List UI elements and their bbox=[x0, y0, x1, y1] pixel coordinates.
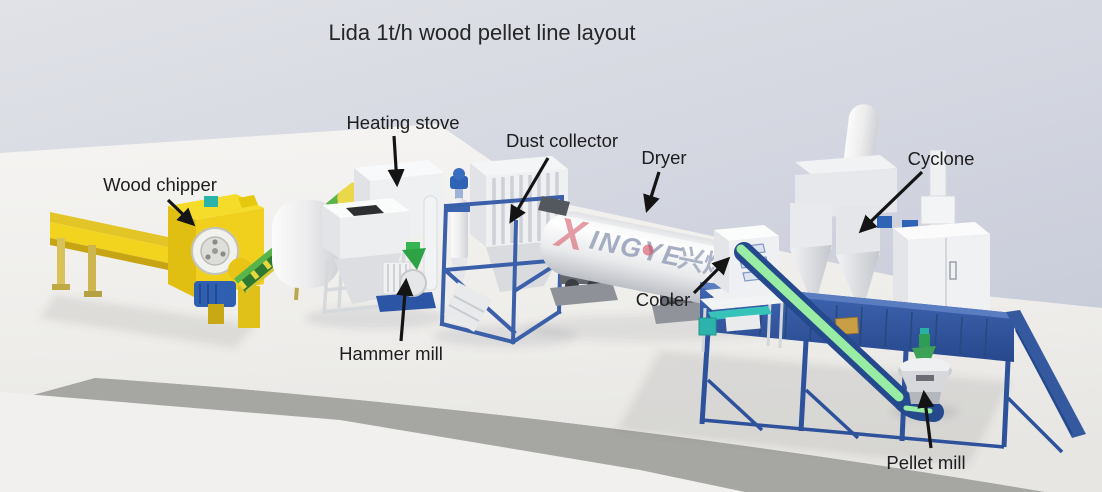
dust-collector-arrow bbox=[509, 157, 550, 224]
wood-chipper-machine bbox=[50, 194, 264, 328]
hot-air-pipe bbox=[418, 190, 445, 291]
pellet-mill-arrow bbox=[917, 389, 935, 449]
lower-floor bbox=[0, 392, 745, 492]
cyclone-cone bbox=[790, 245, 832, 308]
cyclone-cone bbox=[836, 251, 880, 315]
chipper-leg bbox=[57, 238, 65, 288]
hammer-mill-cone bbox=[402, 248, 426, 270]
cooler-label: Cooler bbox=[636, 289, 691, 310]
pellet-mill-label: Pellet mill bbox=[886, 452, 965, 473]
sifter-teal-strip bbox=[708, 306, 772, 320]
figure-title: Lida 1t/h wood pellet line layout bbox=[329, 20, 636, 45]
annotations: Lida 1t/h wood pellet line layout Wood c… bbox=[103, 20, 974, 473]
platform-stair-rail bbox=[1006, 310, 1086, 438]
hammer-mill-arrow bbox=[396, 277, 414, 342]
label-arrows bbox=[166, 135, 935, 449]
cyclone-arrow bbox=[858, 170, 924, 234]
chipper-leg bbox=[88, 245, 96, 295]
dust-collector-label: Dust collector bbox=[506, 130, 618, 151]
stove-hopper-opening bbox=[346, 205, 384, 216]
dryer-label: Dryer bbox=[641, 147, 686, 168]
chipper-top-motor bbox=[204, 196, 218, 207]
dust-collector-fan bbox=[450, 176, 468, 189]
dryer-inlet-collar bbox=[538, 196, 570, 216]
dryer-arrow bbox=[643, 171, 661, 214]
hammer-mill-label: Hammer mill bbox=[339, 343, 443, 364]
control-cabinet bbox=[893, 222, 990, 325]
platform-braces bbox=[701, 378, 1064, 454]
heating-stove-arrow bbox=[387, 135, 405, 188]
wood-chipper-arrow bbox=[166, 198, 196, 227]
watermark-gear-icon bbox=[642, 244, 654, 256]
dryer-machine: X INGYE 兴烨 bbox=[538, 196, 761, 324]
dust-collector-chute bbox=[444, 282, 492, 332]
wood-chipper-label: Wood chipper bbox=[103, 174, 217, 195]
cabinet-handle bbox=[949, 261, 957, 280]
teal-box bbox=[698, 317, 717, 336]
cyclone-label: Cyclone bbox=[908, 148, 975, 169]
heating-stove-label: Heating stove bbox=[346, 112, 459, 133]
cyclone-machine bbox=[790, 104, 897, 315]
cooler-arrow bbox=[692, 256, 731, 295]
sifter-table bbox=[698, 292, 784, 353]
